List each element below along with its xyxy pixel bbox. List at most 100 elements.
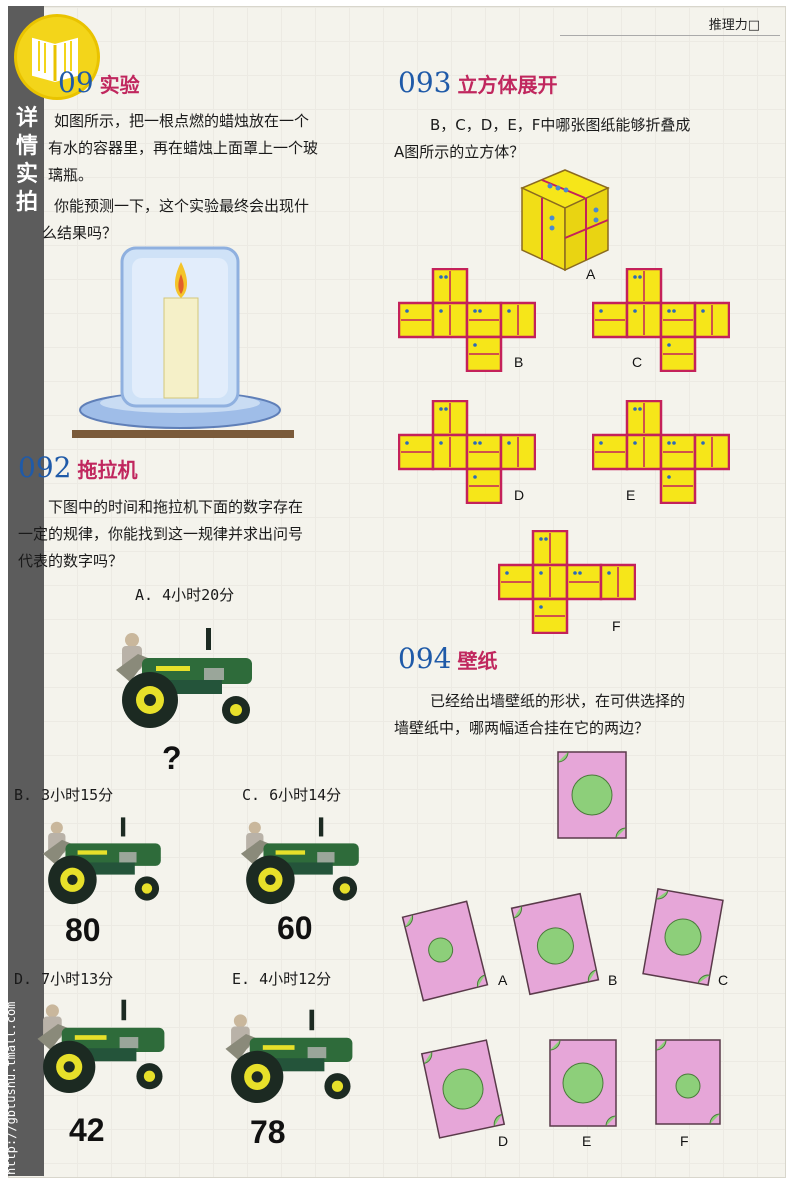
brand-char: 情 [15,134,38,159]
wallpaper-label-b: B [608,972,618,988]
tractor-a-illustration [116,628,252,728]
tractor-value-e: 78 [250,1114,286,1150]
net-dot [672,441,676,445]
box-glyph: □ [747,18,760,33]
tractor-value-b: 80 [65,912,101,948]
net-dot [507,441,511,445]
net-dot [473,441,477,445]
cube-label-d: D [514,487,525,503]
text-line: 墙壁纸中，哪两幅适合挂在它的两边？ [394,719,650,737]
wallpaper-option-d [420,1039,506,1139]
cube-net-d [398,400,536,504]
wallpaper-option-c [642,888,724,986]
net-dot [478,441,482,445]
tractor-option-d-label: D. 7小时13分 [14,970,114,988]
net-dot [444,275,448,279]
candle-jar-illustration [72,246,294,438]
wallpaper-option-a [401,900,489,1002]
brand-char: 拍 [15,190,38,215]
net-dot [667,343,671,347]
cube-figure-a [520,169,610,272]
cube-label-c: C [632,354,643,370]
net-dot [633,275,637,279]
text-line: 已经给出墙壁纸的形状，在可供选择的 [430,692,686,710]
book-icon [32,37,78,83]
text-line: 么结果吗？ [42,224,118,242]
net-dot [439,309,443,313]
brand-char: 详 [15,106,38,131]
wallpaper-label-a: A [498,972,508,988]
cube-label-a: A [586,266,596,282]
tractor-c-illustration [240,817,359,905]
puzzle-title: 拖拉机 [77,458,138,482]
puzzle-title: 壁纸 [457,649,498,673]
wallpaper-option-b [510,892,600,996]
header-rule [560,35,780,36]
brand-badge-logo [14,14,100,100]
net-dot [473,343,477,347]
net-dot [578,571,582,575]
net-dot [633,441,637,445]
net-dot [473,475,477,479]
tractor-option-b-label: B. 3小时15分 [14,786,114,804]
section-header: 推理力□ [709,14,760,33]
left-side-band [8,6,44,1176]
puzzle-number: 092 [18,451,72,484]
store-url: http://gbtushu.tmall.com [4,1001,18,1175]
net-dot [667,475,671,479]
cube-label-f: F [612,618,621,634]
wallpaper-label-d: D [498,1133,509,1149]
puzzle-number: 09 [58,66,94,99]
text-line: 代表的数字吗？ [18,552,124,570]
text-line: A图所示的立方体？ [394,143,525,161]
net-dot [444,407,448,411]
net-dot [478,309,482,313]
net-dot [667,309,671,313]
net-dot [672,309,676,313]
tractor-option-c-label: C. 6小时14分 [242,786,342,804]
puzzle-number: 094 [398,642,452,675]
tractor-value-c: 60 [277,910,313,946]
net-dot [573,571,577,575]
net-dot [633,407,637,411]
text-line: 有水的容器里，再在蜡烛上面罩上一个玻 [48,139,319,157]
puzzle-093-text: B，C，D，E，F中哪张图纸能够折叠成 A图所示的立方体？ [394,112,764,166]
net-dot [439,275,443,279]
puzzle-number: 093 [398,66,452,99]
puzzle-092-text: 下图中的时间和拖拉机下面的数字存在 一定的规律，你能找到这一规律并求出问号 代表… [18,494,378,575]
puzzle-title: 立方体展开 [457,73,558,97]
tractor-e-illustration [225,1009,353,1104]
tractor-option-a-label: A. 4小时20分 [135,586,235,604]
brand-vertical-text: 详 情 实 拍 [14,105,40,217]
net-dot [539,571,543,575]
wallpaper-option-f [655,1039,721,1125]
text-line: 如图所示，把一根点燃的蜡烛放在一个 [54,112,310,130]
net-dot [599,441,603,445]
wallpaper-option-e [549,1039,617,1127]
puzzle-094-text: 已经给出墙壁纸的形状，在可供选择的 墙壁纸中，哪两幅适合挂在它的两边？ [394,688,764,742]
net-dot [607,571,611,575]
net-dot [638,275,642,279]
brand-char: 实 [15,162,38,187]
wallpaper-label-c: C [718,972,729,988]
cube-label-e: E [626,487,636,503]
net-dot [439,407,443,411]
net-dot [667,441,671,445]
net-dot [473,309,477,313]
section-label: 推理力 [708,18,748,33]
net-dot [701,309,705,313]
text-line: 你能预测一下，这个实验最终会出现什 [54,197,310,215]
cube-label-b: B [514,354,524,370]
wallpaper-label-e: E [582,1133,592,1149]
wallpaper-label-f: F [680,1133,689,1149]
net-dot [633,309,637,313]
cube-net-b [398,268,536,372]
text-line: 下图中的时间和拖拉机下面的数字存在 [48,498,304,516]
net-dot [544,537,548,541]
puzzle-title: 实验 [99,73,140,97]
text-line: B，C，D，E，F中哪张图纸能够折叠成 [430,116,691,134]
tractor-b-illustration [42,817,161,905]
cube-net-f [498,530,636,634]
wallpaper-given [557,751,627,839]
